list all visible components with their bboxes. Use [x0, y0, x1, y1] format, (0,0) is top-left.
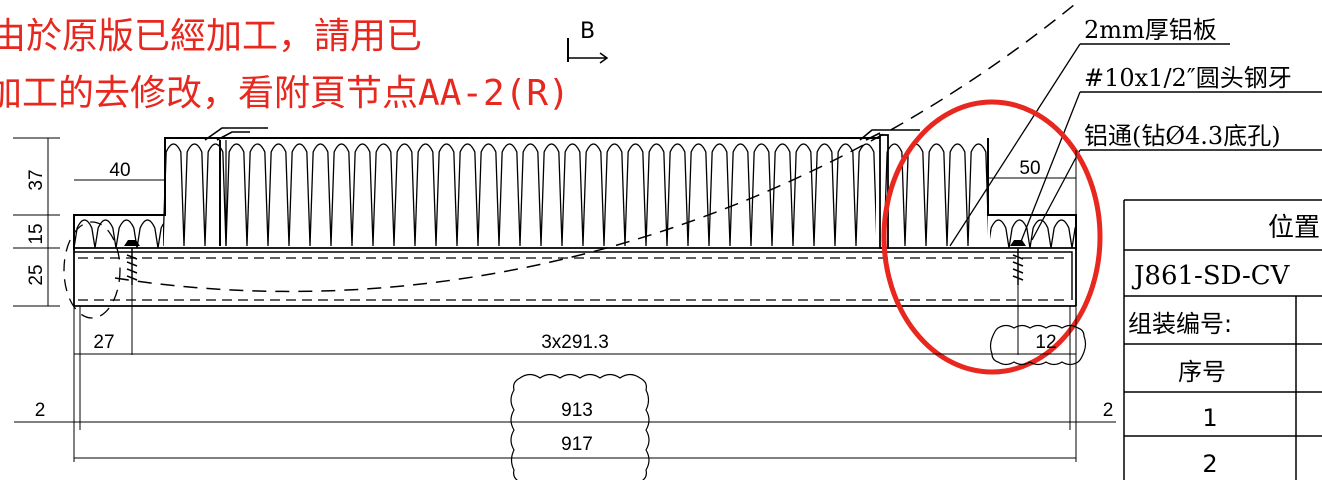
dim-913: 913	[561, 400, 593, 421]
dimensions: 37 15 25 40 50 27 3x291.3 12 2 2 913 917	[13, 137, 1116, 480]
callout-rivet: 铝通(钻Ø4.3底孔)	[1084, 122, 1281, 150]
title-block: 位置 J861-SD-CV 组装编号: 序号 1 2	[1123, 199, 1322, 480]
section-profile	[63, 127, 1077, 355]
note-line-2: 加工的去修改，看附頁节点AA-2(R)	[0, 73, 570, 114]
dim-2-left: 2	[35, 400, 46, 421]
clip-right	[859, 129, 920, 141]
revision-circle	[881, 99, 1103, 375]
table-title: 位置	[1268, 213, 1320, 243]
callout-plate: 2mm厚铝板	[1084, 16, 1217, 44]
assembly-label: 组装编号:	[1128, 310, 1232, 338]
dim-50: 50	[1019, 158, 1040, 179]
dim-12: 12	[1035, 332, 1056, 353]
screw-left	[124, 240, 140, 355]
drawing-number: J861-SD-CV	[1131, 261, 1291, 291]
detail-leader-arc	[114, 0, 1081, 293]
dim-spacing: 3x291.3	[541, 332, 609, 353]
leader-screw	[1019, 91, 1081, 245]
insulation-main	[163, 143, 876, 247]
dim-2-right: 2	[1103, 400, 1114, 421]
dim-27: 27	[93, 332, 114, 353]
dim-917: 917	[561, 434, 593, 455]
row-1: 1	[1202, 404, 1217, 432]
section-letter: B	[580, 19, 595, 44]
insulation-left-step	[74, 219, 164, 248]
dim-15: 15	[26, 223, 47, 244]
detail-circle-left	[63, 221, 121, 319]
row-2: 2	[1202, 450, 1217, 478]
dim-40: 40	[109, 160, 130, 181]
col-header-no: 序号	[1178, 358, 1226, 386]
section-marker-b: B	[567, 19, 609, 64]
dim-37: 37	[26, 169, 47, 190]
revision-note: 由於原版已經加工，請用已 加工的去修改，看附頁节点AA-2(R)	[0, 16, 570, 114]
screw-right	[1010, 240, 1026, 355]
leader-plate	[949, 43, 1081, 247]
insulation-right-step	[990, 219, 1076, 248]
leader-rivet	[1031, 149, 1081, 241]
cloud-12	[989, 324, 1087, 366]
cloud-913-917	[510, 373, 650, 480]
clip-left	[204, 127, 268, 141]
note-line-1: 由於原版已經加工，請用已	[0, 16, 422, 57]
callout-screw: #10x1/2″圆头钢牙	[1084, 64, 1292, 92]
callouts: 2mm厚铝板 #10x1/2″圆头钢牙 铝通(钻Ø4.3底孔)	[949, 16, 1322, 247]
dim-25: 25	[26, 264, 47, 285]
